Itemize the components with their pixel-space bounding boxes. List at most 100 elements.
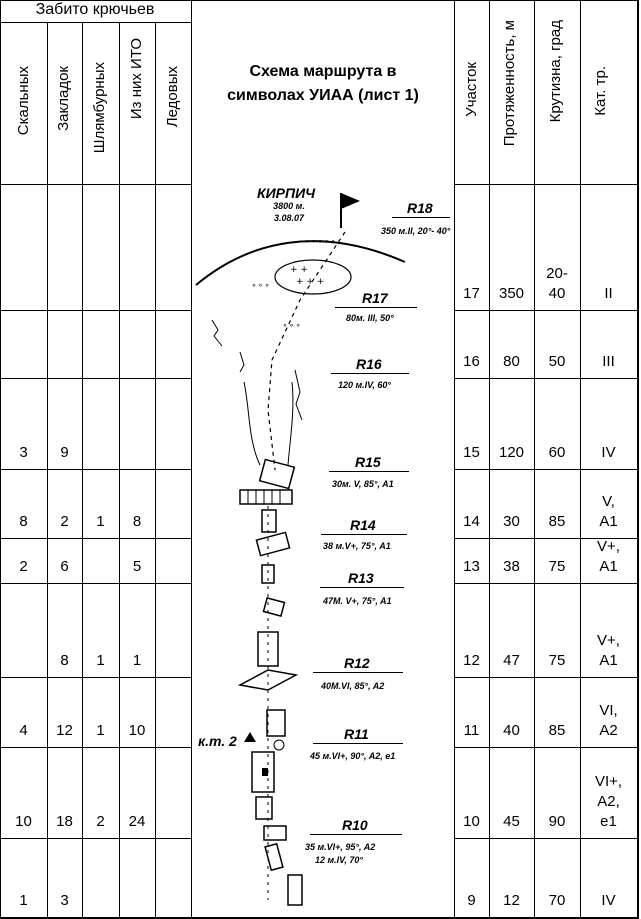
- segment-label: R13: [348, 570, 374, 586]
- segment-description: 12 м.IV, 70°: [315, 855, 363, 865]
- table-cell-steep: 90: [548, 813, 566, 830]
- table-cell-rock: 8: [19, 513, 28, 530]
- table-cell-cat: V,A1: [599, 493, 618, 530]
- svg-text:° ° °: ° ° °: [252, 283, 269, 292]
- svg-text:° ° ° ° °: ° ° ° ° °: [305, 239, 335, 248]
- table-cell-section: 10: [463, 813, 480, 830]
- segment-underline: [320, 587, 404, 588]
- table-cell-aid: 10: [128, 722, 146, 739]
- table-cell-cat: II: [604, 285, 613, 302]
- table-cell-section: 14: [463, 513, 480, 530]
- grid-row-separator: [454, 677, 638, 678]
- summit-altitude: 3800 м.: [273, 201, 305, 211]
- scheme-title-line2: символах УИАА (лист 1): [227, 87, 419, 104]
- grid-row-separator: [0, 677, 191, 678]
- table-cell-rock: 3: [19, 444, 28, 461]
- table-cell-length: 38: [503, 558, 520, 575]
- table-cell-cat: V+,A1: [597, 538, 620, 575]
- scheme-title-line1: Схема маршрута в: [249, 63, 397, 80]
- table-cell-rock: 10: [15, 813, 32, 830]
- table-cell-cat: VI+,A2,e1: [594, 773, 623, 830]
- table-cell-bolts: 1: [96, 722, 105, 739]
- table-cell-steep: 60: [548, 444, 566, 461]
- table-cell-length: 45: [503, 813, 520, 830]
- table-cell-bolts: 1: [96, 513, 105, 530]
- segment-description: 40М.VI, 85°, A2: [321, 681, 385, 691]
- table-cell-aid: 5: [132, 558, 142, 575]
- table-cell-cat: VI,A2: [599, 702, 618, 739]
- grid-row-separator: [454, 378, 638, 379]
- table-cell-section: 12: [463, 652, 480, 669]
- segment-label: R17: [362, 290, 388, 306]
- segment-underline: [313, 743, 403, 744]
- table-cell-steep: 85: [548, 513, 566, 530]
- grid-outer-bottom: [0, 917, 639, 919]
- table-cell-steep: 75: [548, 652, 566, 669]
- svg-text:+ + +: + + +: [296, 277, 324, 287]
- table-cell-aid: 24: [128, 813, 146, 830]
- summit-name: КИРПИЧ: [257, 185, 316, 201]
- segment-underline: [329, 471, 409, 472]
- segment-description: 80м. III, 50°: [346, 313, 394, 323]
- table-cell-steep: 50: [548, 353, 566, 370]
- segment-description: 45 м.VI+, 90°, A2, e1: [310, 751, 396, 761]
- table-cell-rock: 4: [19, 722, 28, 739]
- table-cell-section: 13: [463, 558, 480, 575]
- grid-v6: [454, 0, 455, 918]
- segment-underline: [313, 672, 403, 673]
- table-cell-cat: IV: [601, 892, 616, 909]
- grid-header-bottom: [0, 184, 191, 185]
- segment-description: 350 м.II, 20°- 40°: [381, 226, 451, 236]
- segment-label: R16: [356, 356, 382, 372]
- grid-outer-top: [0, 0, 639, 1]
- segment-label: R14: [350, 517, 376, 533]
- grid-row-separator: [0, 310, 191, 311]
- grid-v9: [580, 0, 581, 918]
- segment-label: R10: [342, 817, 368, 833]
- grid-row-separator: [0, 469, 191, 470]
- table-cell-length: 12: [503, 892, 520, 909]
- segment-label: R18: [407, 200, 433, 216]
- table-cell-chocks: 6: [60, 558, 69, 575]
- segment-underline: [331, 373, 409, 374]
- table-cell-steep: 85: [548, 722, 566, 739]
- segment-underline: [335, 307, 417, 308]
- table-cell-rock: 2: [19, 558, 28, 575]
- grid-row-separator: [454, 538, 638, 539]
- grid-header-bottom-right: [454, 184, 638, 185]
- table-cell-bolts: 1: [96, 652, 105, 669]
- grid-v1: [47, 22, 48, 918]
- grid-row-separator: [454, 838, 638, 839]
- table-cell-cat: IV: [601, 444, 616, 461]
- segment-underline: [321, 534, 407, 535]
- segment-label: R11: [344, 726, 369, 742]
- svg-text:° ° °: ° ° °: [283, 323, 300, 332]
- table-cell-length: 30: [503, 513, 520, 530]
- summit-date: 3.08.07: [273, 213, 305, 223]
- grid-row-separator: [0, 538, 191, 539]
- table-cell-rock: 1: [19, 892, 28, 909]
- table-cell-chocks: 9: [60, 444, 69, 461]
- pitons-group-header: Забито крючьев: [35, 1, 155, 18]
- table-cell-length: 40: [503, 722, 520, 739]
- grid-row-separator: [0, 747, 191, 748]
- table-cell-cat: III: [602, 353, 615, 370]
- table-cell-section: 16: [463, 353, 480, 370]
- table-cell-chocks: 18: [56, 813, 73, 830]
- segment-description: 35 м.VI+, 95°, A2: [305, 842, 376, 852]
- grid-row-separator: [454, 469, 638, 470]
- grid-outer-right: [637, 0, 639, 919]
- table-cell-chocks: 12: [56, 722, 73, 739]
- table-cell-chocks: 8: [60, 652, 69, 669]
- segment-underline: [392, 217, 450, 218]
- table-cell-section: 17: [463, 285, 480, 302]
- table-cell-length: 350: [498, 285, 525, 302]
- grid-outer-left: [0, 0, 1, 919]
- table-cell-length: 47: [503, 652, 520, 669]
- grid-v3: [119, 22, 120, 918]
- grid-group-underline: [0, 22, 191, 23]
- segment-description: 120 м.IV, 60°: [338, 380, 391, 390]
- table-cell-aid: 8: [132, 513, 142, 530]
- table-cell-chocks: 3: [60, 892, 69, 909]
